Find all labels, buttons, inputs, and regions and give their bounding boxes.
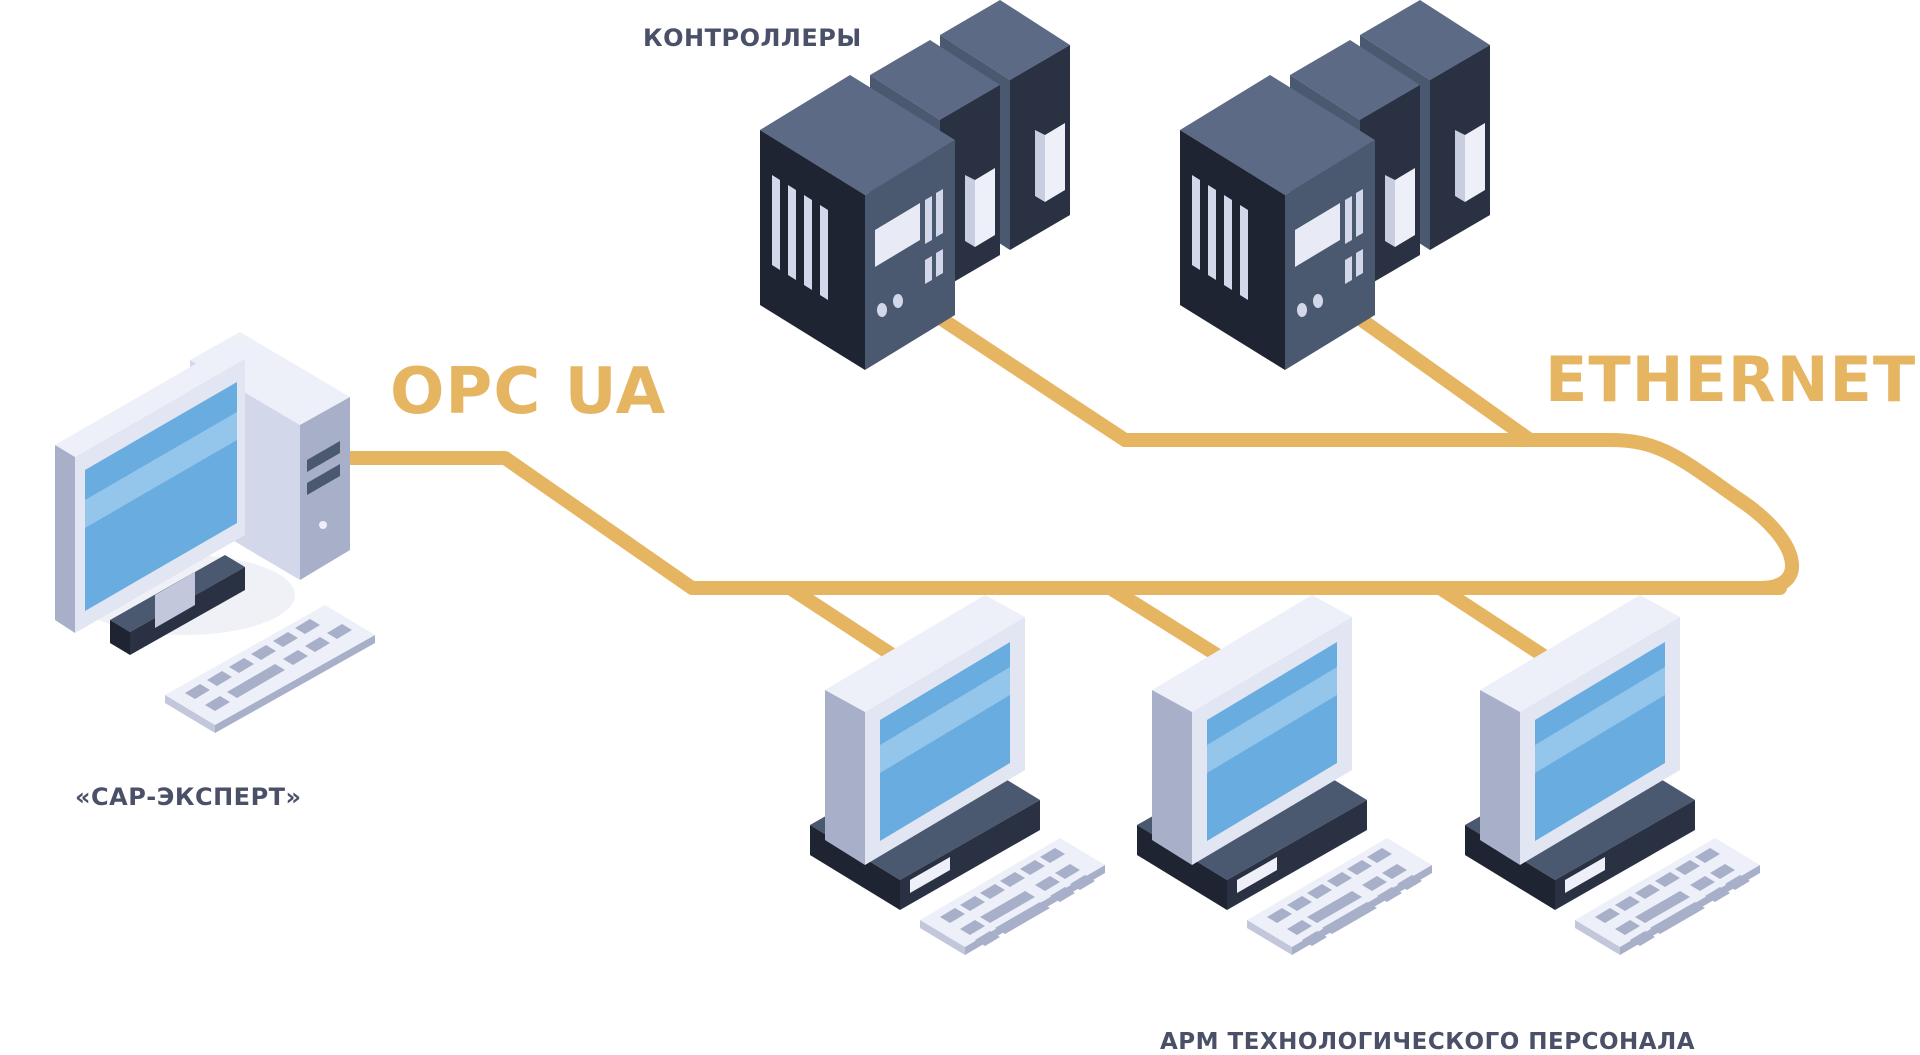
cable-network bbox=[335, 301, 1799, 667]
controller-2 bbox=[1180, 0, 1490, 370]
arm-personnel-label: АРМ ТЕХНОЛОГИЧЕСКОГО ПЕРСОНАЛА bbox=[1160, 1029, 1695, 1055]
ethernet-label: ETHERNET bbox=[1545, 343, 1917, 416]
arm-2-cable bbox=[1103, 581, 1232, 667]
controller-2-cable bbox=[1338, 301, 1537, 447]
arm-workstation-1 bbox=[810, 595, 1105, 955]
sar-expert-workstation bbox=[55, 332, 375, 733]
arm-workstation-2 bbox=[1137, 595, 1432, 955]
controller-1-cable bbox=[918, 301, 1132, 447]
arm-workstation-3 bbox=[1465, 595, 1760, 955]
opc-ua-label: OPC UA bbox=[390, 355, 667, 429]
controllers-label: КОНТРОЛЛЕРЫ bbox=[643, 24, 862, 52]
controller-1 bbox=[760, 0, 1070, 370]
opc-ua-cable bbox=[335, 451, 1787, 595]
arm-1-cable bbox=[783, 581, 907, 667]
ethernet-loop-cable bbox=[1118, 433, 1799, 595]
arm-3-cable bbox=[1433, 581, 1557, 667]
sar-expert-label: «САР-ЭКСПЕРТ» bbox=[75, 783, 302, 811]
